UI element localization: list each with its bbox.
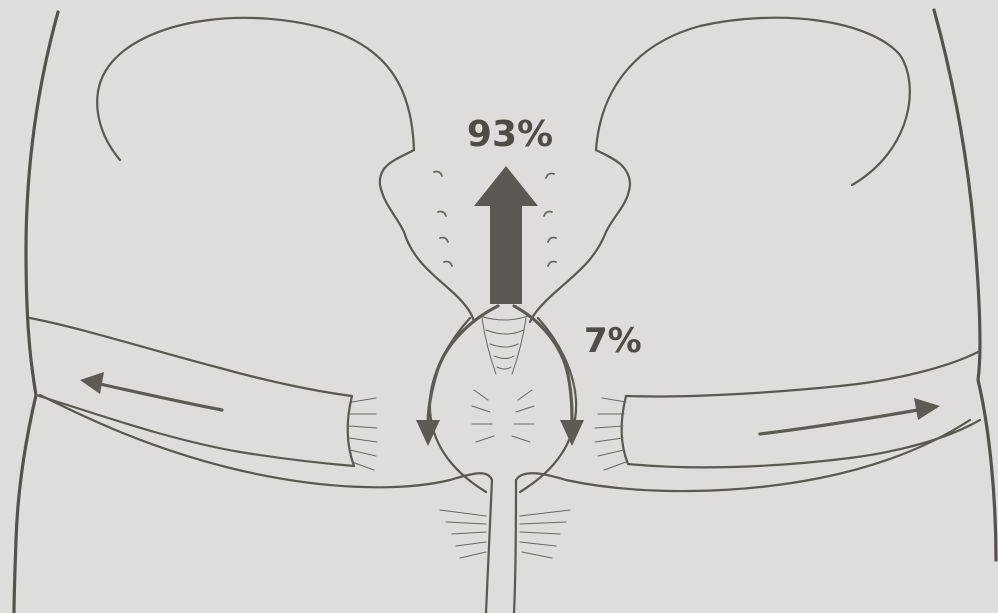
downward-percentage-label: 7% — [584, 321, 642, 361]
upward-percentage-label: 93% — [467, 114, 553, 155]
upward-arrow-shaft — [490, 204, 522, 304]
